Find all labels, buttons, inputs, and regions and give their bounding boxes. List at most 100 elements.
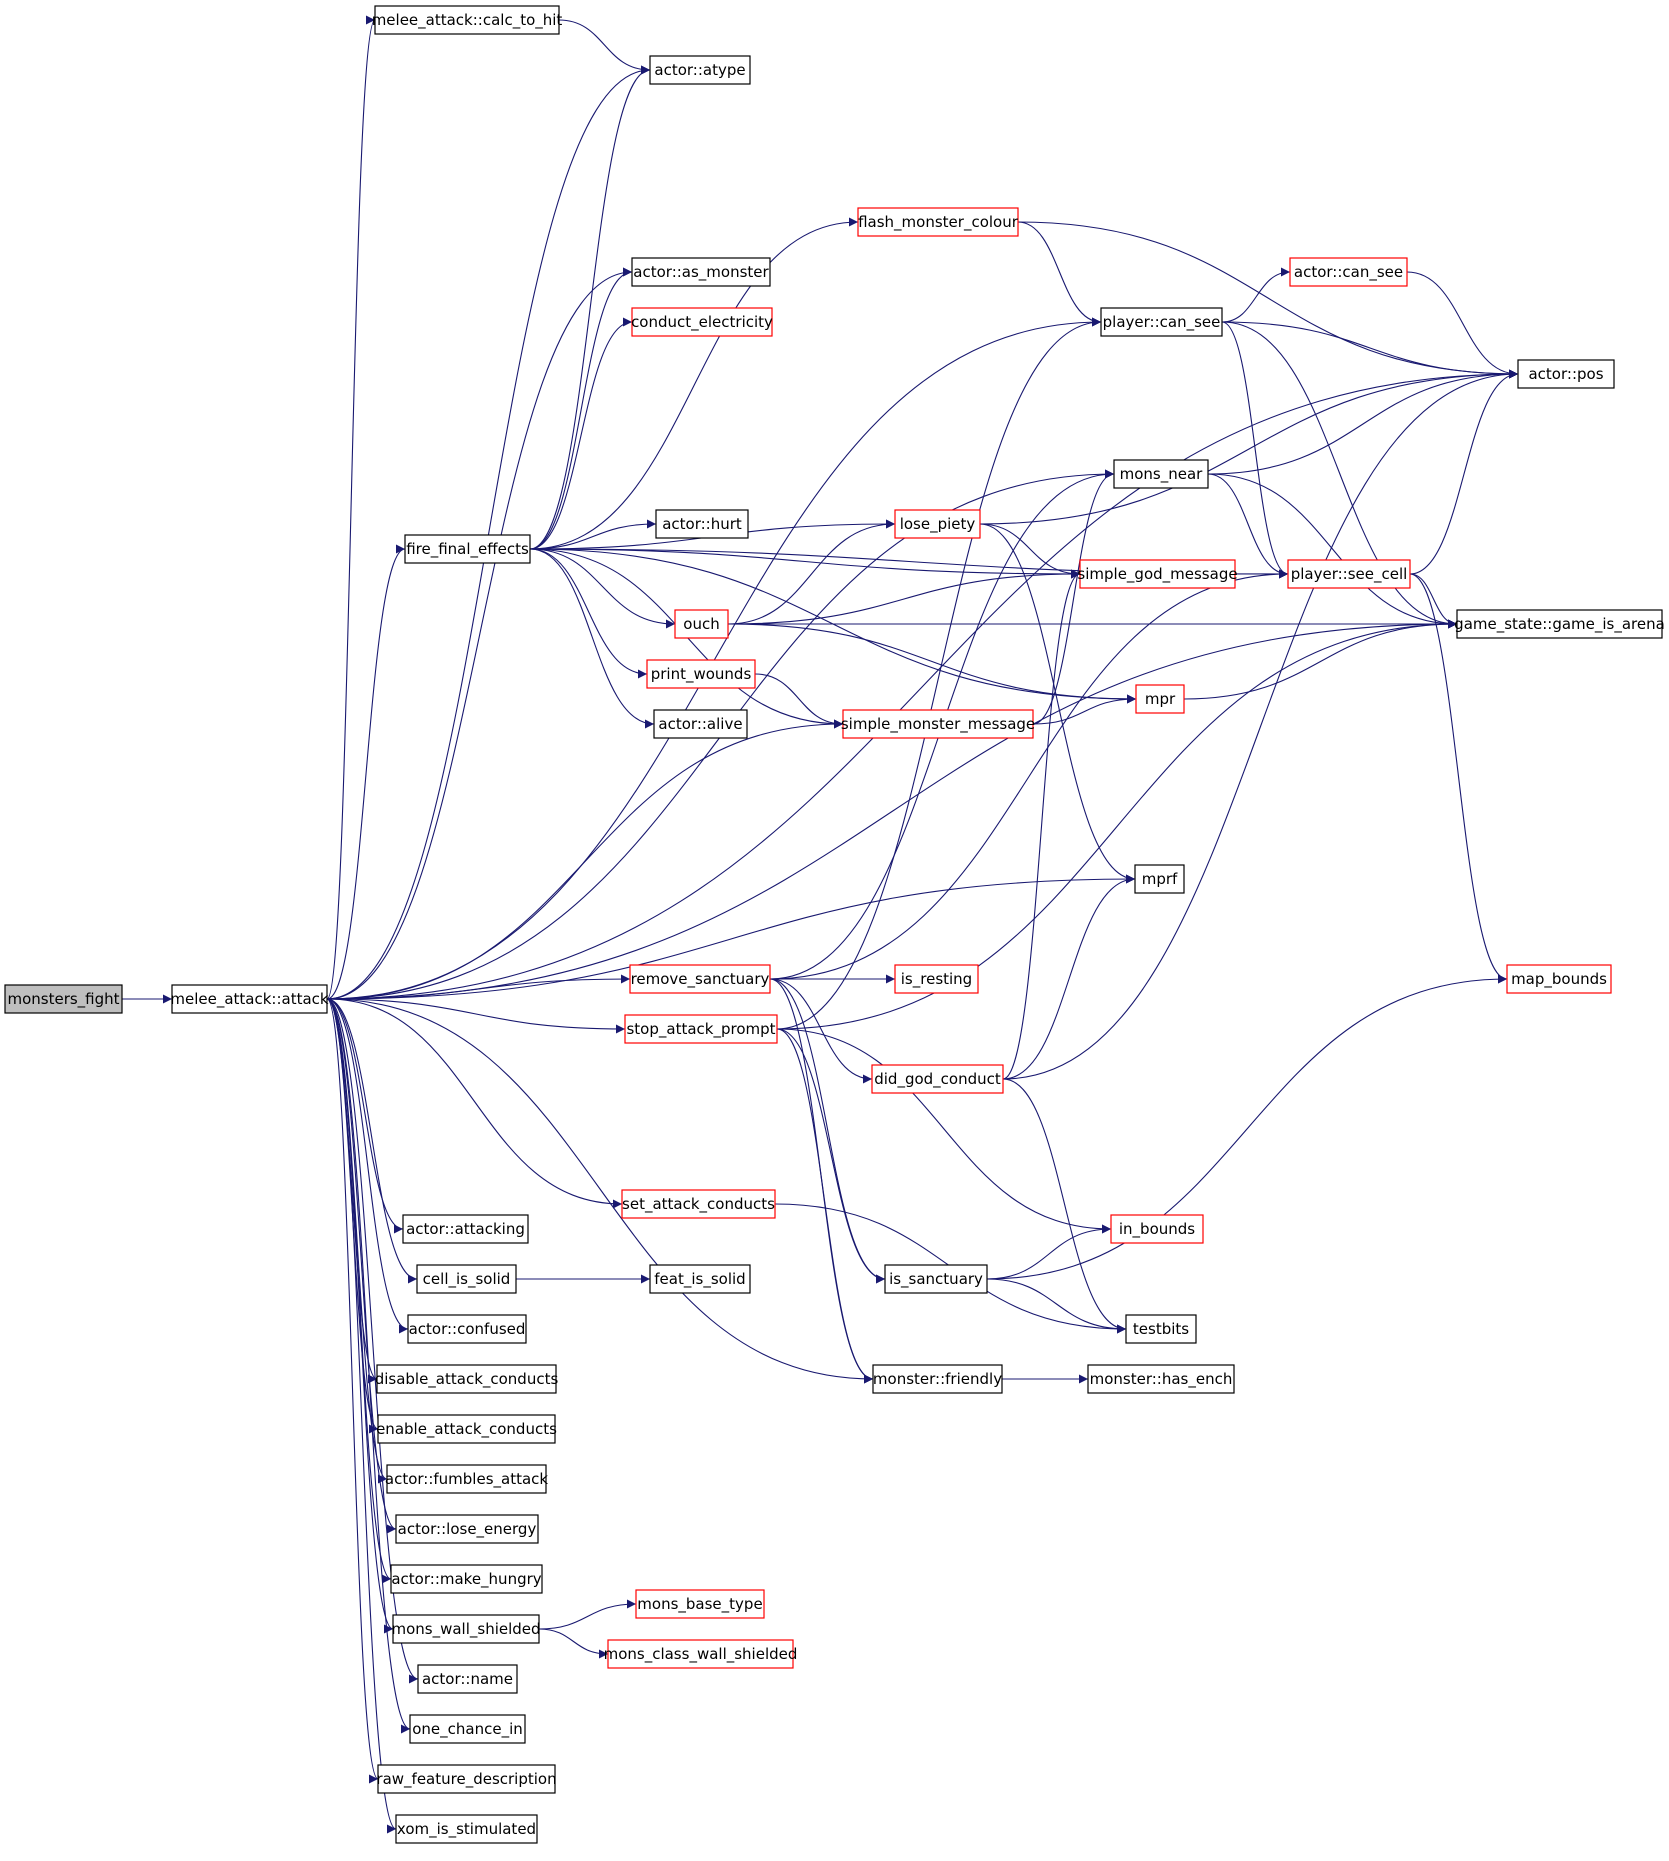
edge-fire-final-effects-to-flash-monster-colour	[529, 217, 859, 550]
node-label: actor::alive	[658, 715, 742, 733]
node-label: actor::pos	[1528, 365, 1603, 383]
node-actor-alive[interactable]: actor::alive	[653, 709, 748, 739]
node-simple-god-message[interactable]: simple_god_message	[1077, 559, 1238, 589]
node-box	[409, 1714, 526, 1744]
node-map-bounds[interactable]: map_bounds	[1506, 964, 1612, 994]
edge-simple-monster-message-to-mons-near	[1032, 469, 1115, 725]
edge-melee-attack-attack-to-game-is-arena	[326, 619, 1458, 1000]
node-game-is-arena[interactable]: game_state::game_is_arena	[1454, 609, 1665, 639]
node-label: actor::fumbles_attack	[385, 1470, 549, 1489]
node-is-resting[interactable]: is_resting	[894, 964, 979, 994]
node-mons-wall-shielded[interactable]: mons_wall_shielded	[391, 1614, 541, 1644]
node-actor-as-monster[interactable]: actor::as_monster	[631, 257, 771, 287]
node-box	[1110, 1214, 1204, 1244]
node-lose-piety[interactable]: lose_piety	[894, 509, 981, 539]
node-actor-can-see[interactable]: actor::can_see	[1289, 257, 1408, 287]
edge-did-god-conduct-to-mprf	[1002, 874, 1136, 1080]
node-melee-attack-attack[interactable]: melee_attack::attack	[170, 984, 329, 1014]
edge-player-see-cell-to-game-is-arena	[1409, 573, 1458, 629]
node-fire-final-effects[interactable]: fire_final_effects	[404, 534, 531, 564]
node-enable-attack-conducts[interactable]: enable_attack_conducts	[376, 1414, 557, 1444]
node-label: cell_is_solid	[423, 1270, 511, 1289]
edge-is-sanctuary-to-in-bounds	[986, 1224, 1112, 1280]
node-in-bounds[interactable]: in_bounds	[1110, 1214, 1204, 1244]
node-box	[374, 5, 560, 35]
node-cell-is-solid[interactable]: cell_is_solid	[416, 1264, 517, 1294]
node-box	[621, 1189, 776, 1219]
node-box	[171, 984, 328, 1014]
node-box	[871, 1064, 1004, 1094]
node-actor-lose-energy[interactable]: actor::lose_energy	[395, 1514, 539, 1544]
node-box	[1506, 964, 1612, 994]
node-xom-is-stimulated[interactable]: xom_is_stimulated	[395, 1814, 538, 1844]
node-actor-make-hungry[interactable]: actor::make_hungry	[390, 1564, 543, 1594]
node-one-chance-in[interactable]: one_chance_in	[409, 1714, 526, 1744]
nodes-layer: monsters_fight melee_attack::attack melee_…	[4, 5, 1665, 1844]
node-label: actor::attacking	[406, 1220, 525, 1238]
node-mons-near[interactable]: mons_near	[1113, 459, 1209, 489]
node-monster-friendly[interactable]: monster::friendly	[872, 1364, 1003, 1394]
edge-flash-monster-colour-to-player-can-see	[1017, 221, 1102, 327]
node-ouch[interactable]: ouch	[674, 609, 729, 639]
node-disable-attack-conducts[interactable]: disable_attack_conducts	[375, 1364, 559, 1394]
node-did-god-conduct[interactable]: did_god_conduct	[871, 1064, 1004, 1094]
node-remove-sanctuary[interactable]: remove_sanctuary	[629, 964, 771, 994]
node-player-can-see[interactable]: player::can_see	[1100, 307, 1223, 337]
node-box	[376, 1364, 557, 1394]
node-actor-confused[interactable]: actor::confused	[407, 1314, 527, 1344]
node-actor-atype[interactable]: actor::atype	[649, 55, 751, 85]
node-box	[402, 1214, 529, 1244]
node-label: melee_attack::attack	[170, 990, 329, 1009]
node-set-attack-conducts[interactable]: set_attack_conducts	[621, 1189, 776, 1219]
node-label: conduct_electricity	[631, 313, 773, 332]
node-box	[404, 534, 531, 564]
node-flash-monster-colour[interactable]: flash_monster_colour	[857, 207, 1019, 237]
node-print-wounds[interactable]: print_wounds	[646, 659, 756, 689]
node-player-see-cell[interactable]: player::see_cell	[1287, 559, 1411, 589]
node-label: mprf	[1142, 870, 1178, 888]
node-label: is_resting	[901, 970, 972, 989]
node-label: did_god_conduct	[874, 1070, 1001, 1089]
node-actor-attacking[interactable]: actor::attacking	[402, 1214, 529, 1244]
node-stop-attack-prompt[interactable]: stop_attack_prompt	[624, 1014, 778, 1044]
edge-stop-attack-prompt-to-monster-friendly	[776, 1028, 874, 1384]
node-testbits[interactable]: testbits	[1125, 1314, 1197, 1344]
node-box	[1079, 559, 1236, 589]
node-box	[674, 609, 729, 639]
edge-fire-final-effects-to-print-wounds	[529, 548, 648, 679]
edge-actor-can-see-to-actor-pos	[1406, 271, 1519, 379]
node-monster-has-ench[interactable]: monster::has_ench	[1087, 1364, 1235, 1394]
node-is-sanctuary[interactable]: is_sanctuary	[884, 1264, 988, 1294]
edge-player-see-cell-to-actor-pos	[1409, 369, 1519, 575]
node-simple-monster-message[interactable]: simple_monster_message	[841, 709, 1035, 739]
edge-stop-attack-prompt-to-is-sanctuary	[776, 1028, 886, 1284]
edge-remove-sanctuary-to-is-sanctuary	[769, 978, 886, 1284]
node-actor-name[interactable]: actor::name	[417, 1664, 518, 1694]
edge-is-sanctuary-to-testbits	[986, 1278, 1127, 1334]
node-box	[4, 984, 123, 1014]
node-mons-class-wall-shielded[interactable]: mons_class_wall_shielded	[604, 1639, 798, 1669]
edge-lose-piety-to-simple-god-message	[979, 523, 1081, 579]
edge-melee-attack-attack-to-melee-attack-calc-to-hit	[326, 15, 376, 1000]
node-mons-base-type[interactable]: mons_base_type	[635, 1589, 765, 1619]
node-label: fire_final_effects	[406, 540, 529, 559]
node-label: raw_feature_description	[376, 1770, 556, 1789]
node-actor-hurt[interactable]: actor::hurt	[655, 509, 749, 539]
node-label: actor::hurt	[662, 515, 742, 533]
node-feat-is-solid[interactable]: feat_is_solid	[649, 1264, 751, 1294]
edge-melee-attack-attack-to-cell-is-solid	[326, 998, 418, 1284]
node-label: ouch	[683, 615, 719, 633]
node-actor-pos[interactable]: actor::pos	[1517, 359, 1615, 389]
node-mpr[interactable]: mpr	[1135, 684, 1185, 714]
node-monsters-fight[interactable]: monsters_fight	[4, 984, 123, 1014]
node-melee-attack-calc-to-hit[interactable]: melee_attack::calc_to_hit	[372, 5, 563, 35]
edge-ouch-to-simple-god-message	[727, 569, 1081, 625]
node-label: is_sanctuary	[889, 1270, 983, 1289]
edge-melee-attack-attack-to-mons-wall-shielded	[326, 998, 394, 1634]
node-raw-feature-description[interactable]: raw_feature_description	[376, 1764, 557, 1794]
node-conduct-electricity[interactable]: conduct_electricity	[631, 307, 773, 337]
node-mprf[interactable]: mprf	[1134, 864, 1185, 894]
edge-melee-attack-attack-to-mprf	[326, 874, 1136, 1000]
node-actor-fumbles-attack[interactable]: actor::fumbles_attack	[385, 1464, 549, 1494]
edge-melee-attack-attack-to-actor-pos	[326, 369, 1519, 1000]
